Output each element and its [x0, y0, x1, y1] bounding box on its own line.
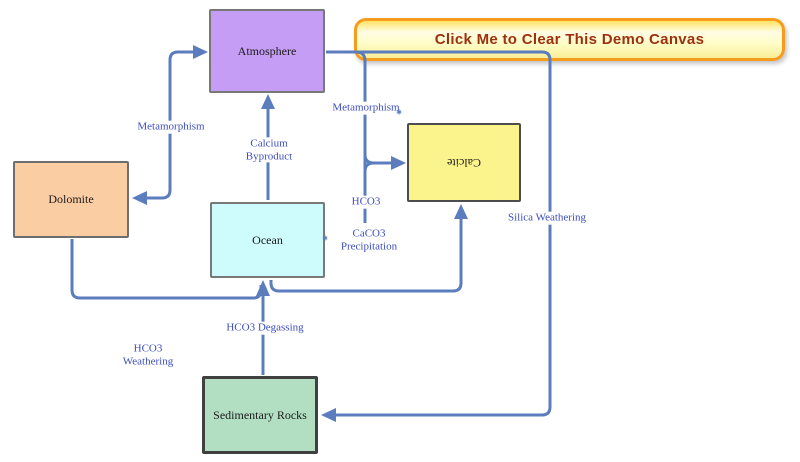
node-dolomite-label: Dolomite: [48, 192, 94, 206]
node-sedimentary-rocks[interactable]: Sedimentary Rocks: [202, 376, 318, 454]
connector-atmosphere-sedimentary[interactable]: [321, 50, 552, 422]
arrowhead: [261, 94, 275, 109]
connector-ocean-calcite[interactable]: [269, 204, 468, 293]
arrowhead: [454, 204, 468, 219]
edge-label-calcium-byproduct: Calcium Byproduct: [243, 137, 295, 163]
arrowhead: [132, 191, 147, 205]
node-atmosphere-label: Atmosphere: [237, 43, 297, 58]
node-calcite-label: Calcite: [447, 156, 481, 170]
arrowhead: [321, 408, 336, 422]
edge-label-caco3-precipitation: CaCO3 Precipitation: [338, 227, 400, 253]
arrowhead: [391, 156, 406, 170]
edge-label-hco3-weathering: HCO3 Weathering: [120, 342, 176, 368]
edge-label-silica-weathering: Silica Weathering: [505, 211, 589, 225]
connection-point-marker: ✱: [396, 108, 402, 117]
arrowhead: [193, 45, 208, 59]
connector-atmosphere-calcite[interactable]: [355, 50, 406, 223]
edge-label-metamorphism-left: Metamorphism: [135, 120, 207, 134]
edge-label-hco3: HCO3: [349, 195, 383, 209]
clear-canvas-button[interactable]: Click Me to Clear This Demo Canvas: [354, 18, 785, 61]
node-ocean[interactable]: Ocean: [210, 202, 325, 278]
node-dolomite[interactable]: Dolomite: [13, 161, 129, 238]
node-atmosphere[interactable]: Atmosphere: [209, 9, 325, 93]
edge-label-hco3-degassing: HCO3 Degassing: [224, 321, 306, 335]
node-calcite[interactable]: Calcite: [407, 123, 521, 202]
connection-point-marker: ✱: [322, 234, 328, 243]
edge-label-metamorphism-right: Metamorphism: [330, 101, 402, 115]
node-ocean-label: Ocean: [252, 232, 283, 247]
arrowhead: [256, 280, 270, 296]
node-sedimentary-rocks-label: Sedimentary Rocks: [213, 407, 307, 422]
